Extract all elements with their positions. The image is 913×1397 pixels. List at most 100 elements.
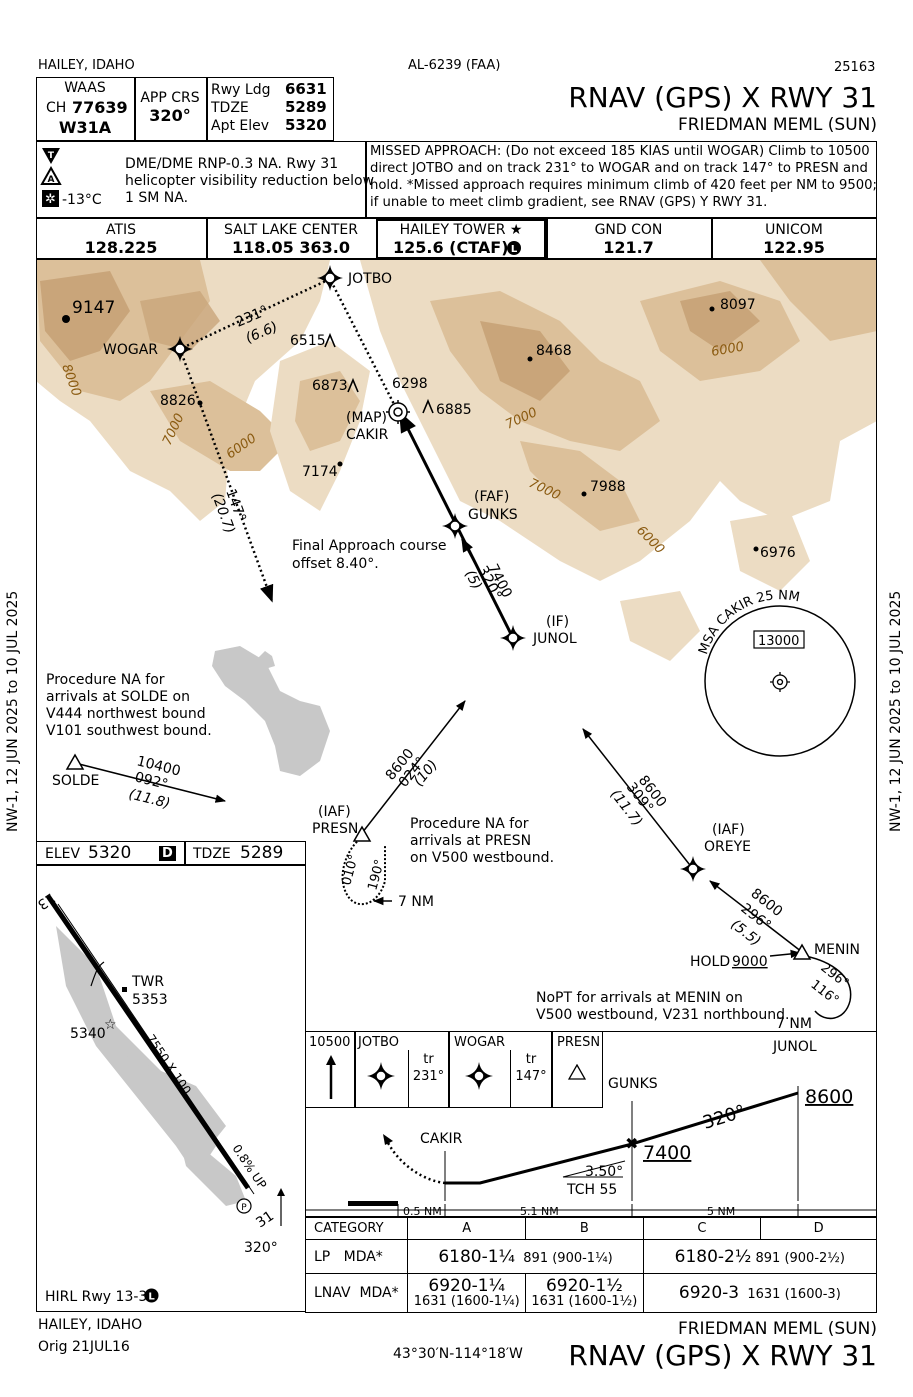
obstacle-icon (323, 332, 336, 348)
ma-fix3: PRESN (557, 1035, 601, 1050)
comm-center-freq: 118.05 363.0 (232, 238, 350, 257)
divider (206, 218, 208, 259)
oreye-feeder-line (581, 728, 694, 870)
profile-dist-3: 5 NM (707, 1205, 735, 1217)
scale-bar (348, 1201, 398, 1206)
fix-oreye-icon (679, 856, 706, 882)
profile-junol: JUNOL (772, 1039, 817, 1055)
tdze-label: TDZE (211, 100, 249, 116)
tower-elevation: 5353 (132, 992, 168, 1008)
divider (408, 1050, 409, 1108)
category-b: B (525, 1217, 644, 1240)
menin-hold-length: 7 NM (776, 1016, 812, 1032)
d-symbol: D (159, 846, 176, 861)
msa-altitude: 13000 (758, 634, 799, 649)
rnav-t-icon: T (42, 148, 60, 164)
lake-inlet (254, 651, 275, 669)
waas-label: WAAS (64, 80, 106, 96)
hold-label: HOLD (690, 954, 730, 970)
divider (206, 77, 208, 141)
parking-icon (236, 1198, 252, 1214)
profile-tch: TCH 55 (566, 1182, 617, 1198)
header-proc-number: 25163 (834, 60, 876, 75)
apron (176, 1126, 246, 1206)
fix-menin-icon (792, 943, 811, 960)
divider (448, 1031, 450, 1108)
spot-elevation-dot (197, 400, 202, 406)
fix-label-iaf-oreye: (IAF) (712, 822, 745, 838)
comm-unicom-freq: 122.95 (763, 238, 825, 257)
apt-elev-label: Apt Elev (211, 118, 270, 134)
divider (551, 1031, 553, 1108)
presn-note-3: on V500 westbound. (410, 850, 554, 866)
spot-elevation-dot (709, 306, 714, 312)
msa-center-icon (769, 672, 790, 692)
fix-solde-icon (65, 753, 84, 770)
spot-elevation: 6885 (436, 402, 472, 418)
climb-arrow-icon (326, 1055, 336, 1099)
spot-elevation: 7988 (590, 479, 626, 495)
lp-row-label: LP MDA* (304, 1239, 409, 1274)
spot-elevation: 6298 (392, 376, 428, 392)
app-crs-value: 320° (149, 106, 191, 125)
solde-course: 092° (133, 769, 170, 793)
msa-circle (703, 605, 856, 757)
note-line3: 1 SM NA. (125, 190, 189, 206)
final-note-1: Final Approach course (292, 538, 446, 554)
app-crs-label: APP CRS (140, 90, 200, 106)
apron (126, 1056, 226, 1151)
lnav-row-label: LNAV MDA* (304, 1273, 409, 1313)
nopt-note-2: V500 westbound, V231 northbound. (536, 1007, 789, 1023)
footer-city: HAILEY, IDAHO (38, 1317, 143, 1333)
missed-approach-1: MISSED APPROACH: (Do not exceed 185 KIAS… (370, 144, 870, 159)
fix-label-map: (MAP) (346, 410, 387, 426)
profile-cakir: CAKIR (420, 1131, 463, 1147)
menin-hold-inbound (769, 949, 801, 959)
obstacle-icon (421, 398, 434, 414)
missed-approach-4: if unable to meet climb gradient, see RN… (370, 195, 768, 210)
presn-hold-length: 7 NM (398, 894, 434, 910)
footer-approach-name: RNAV (GPS) X RWY 31 (568, 1339, 877, 1372)
missed-approach-2: direct JOTBO and on track 231° to WOGAR … (370, 161, 868, 176)
taxiway (57, 903, 255, 1195)
spot-elevation-dot (527, 356, 532, 362)
ma-crs2: 147° (515, 1069, 547, 1084)
comm-atis-freq: 128.225 (84, 238, 158, 257)
obstacle-star-icon: ☆ (104, 1017, 117, 1033)
missed-climb-arrowhead (383, 1134, 393, 1145)
contour-label: 6000 (710, 339, 745, 360)
spot-elevation: 6873 (312, 378, 348, 394)
divider (546, 218, 548, 259)
ma-tr1: tr (423, 1052, 434, 1067)
lighting-note: HIRL Rwy 13-31 (45, 1289, 157, 1305)
obstacle-icon (346, 377, 359, 393)
rwy-ldg-label: Rwy Ldg (211, 82, 271, 98)
plan-view: 8000 7000 6000 7000 7000 6000 6000 9147 … (36, 259, 877, 1032)
fix-jotbo-icon (367, 1062, 395, 1090)
waas-id: W31A (58, 118, 112, 137)
presn-feeder-line (360, 700, 466, 834)
runway-31-label: 31 (253, 1208, 277, 1231)
waas-ch-value: 77639 (72, 98, 128, 117)
fix-gunks-icon (441, 513, 468, 539)
lnav-cd-minimums: 6920-3 1631 (1600-3) (642, 1273, 878, 1313)
ma-fix1: JOTBO (358, 1035, 399, 1050)
svg-text:✲: ✲ (45, 192, 56, 207)
divider (365, 141, 367, 218)
runway-heading: 320° (244, 1240, 278, 1256)
profile-gunks: GUNKS (608, 1076, 658, 1092)
fix-label-menin: MENIN (814, 942, 860, 958)
fix-label-iaf-presn: (IAF) (318, 804, 351, 820)
svg-text:L: L (511, 244, 518, 255)
profile-course: 320° (700, 1101, 748, 1134)
category-header: CATEGORY (304, 1217, 409, 1240)
airport-tdze-value: 5289 (240, 843, 284, 863)
fix-junol-icon (499, 625, 526, 651)
divider (354, 1031, 356, 1108)
ma-tr2: tr (525, 1052, 537, 1067)
final-course-arrow (460, 537, 476, 564)
cold-temp-icon: ✲ (42, 190, 59, 207)
side-date-right: NW-1, 12 JUN 2025 to 10 JUL 2025 (888, 590, 904, 832)
profile-view (305, 1031, 877, 1217)
